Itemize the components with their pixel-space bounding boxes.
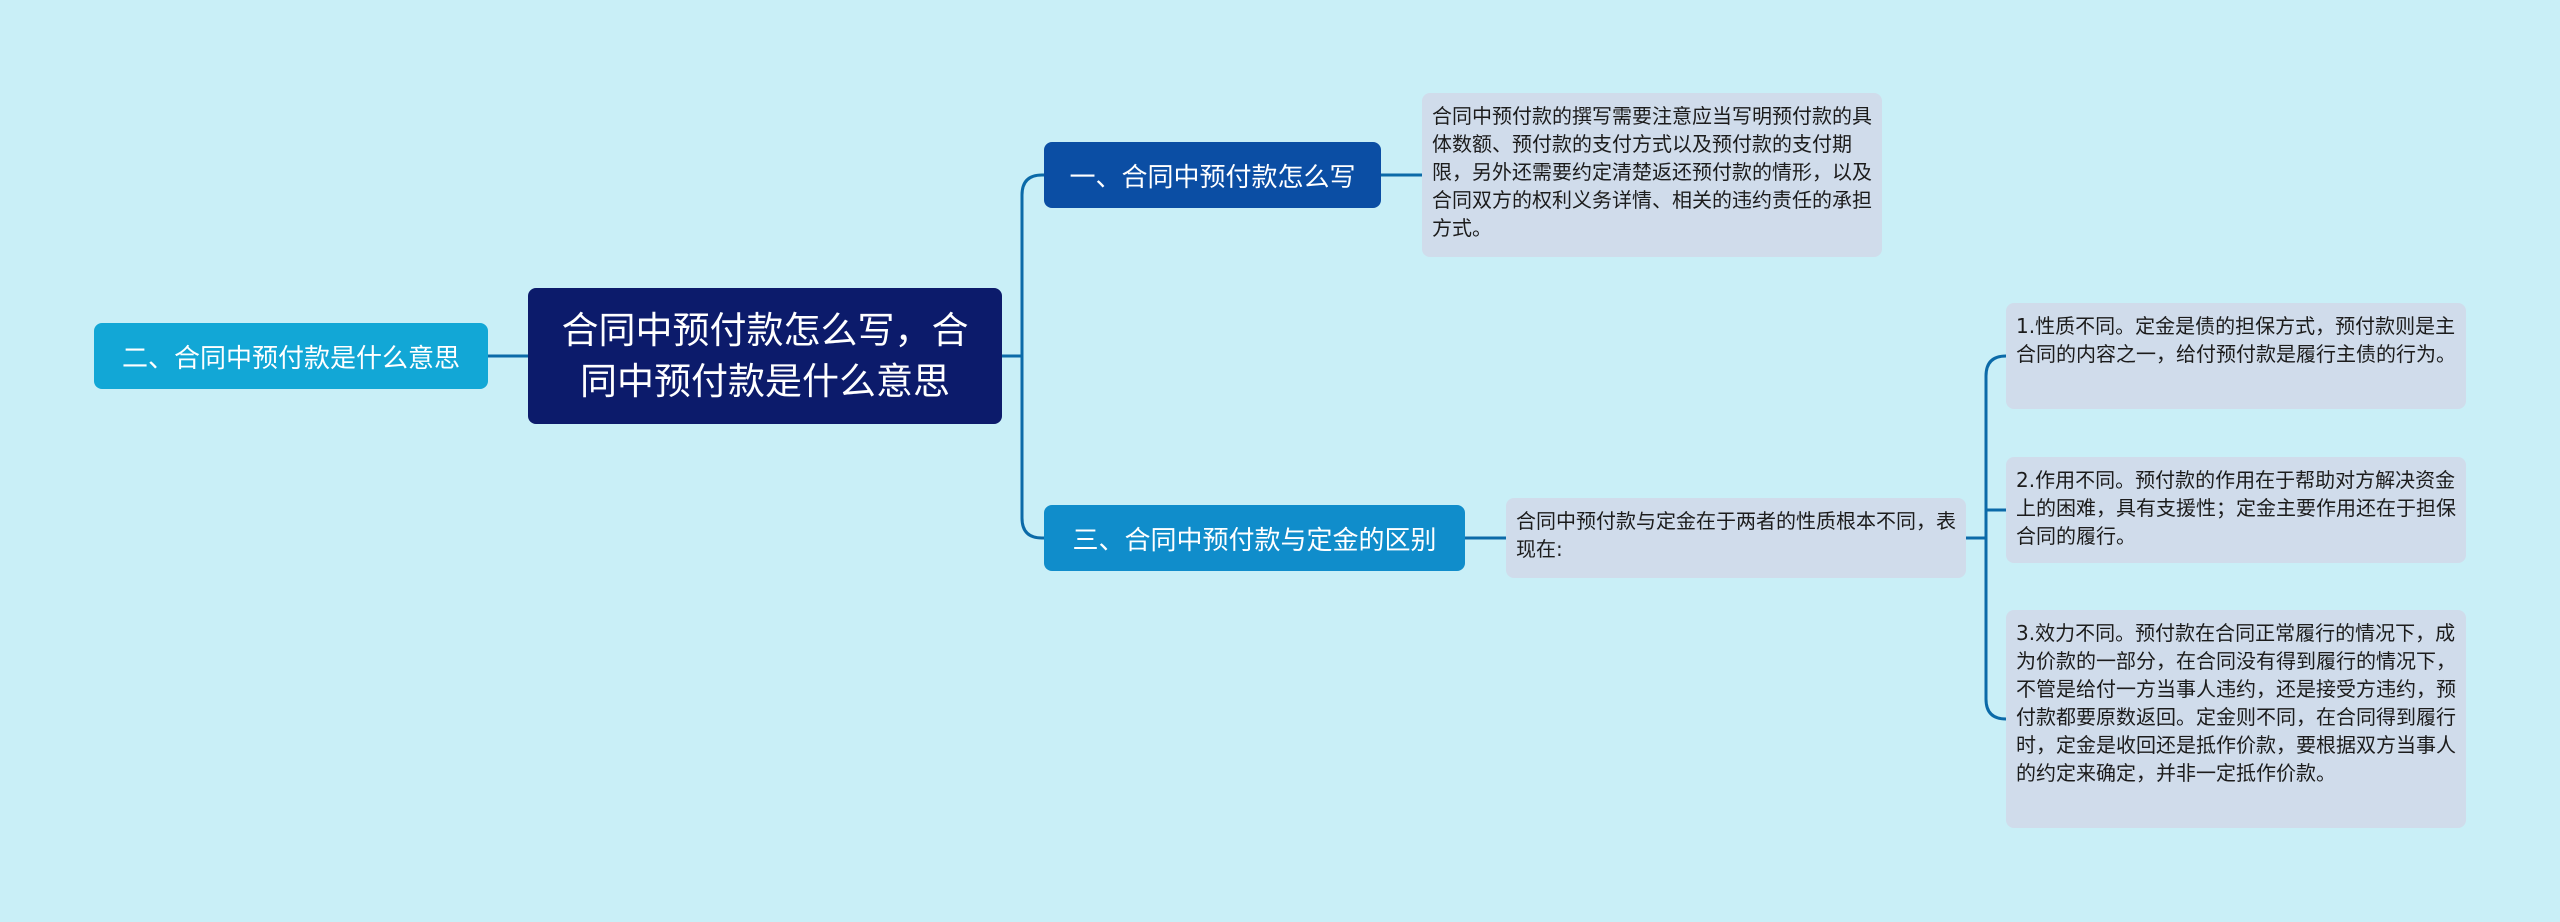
branch-label: 三、合同中预付款与定金的区别 [1072, 525, 1437, 556]
leaf-text: 3.效力不同。预付款在合同正常履行的情况下，成为价款的一部分，在合同没有得到履行… [2016, 621, 2456, 785]
branch-label: 一、合同中预付款怎么写 [1069, 162, 1356, 193]
leaf-difference-function[interactable]: 2.作用不同。预付款的作用在于帮助对方解决资金上的困难，具有支援性；定金主要作用… [2006, 457, 2466, 563]
link-mid-detail2 [1984, 508, 2006, 538]
leaf-difference-intro[interactable]: 合同中预付款与定金在于两者的性质根本不同，表现在: [1506, 498, 1966, 578]
leaf-text: 合同中预付款与定金在于两者的性质根本不同，表现在: [1516, 509, 1956, 561]
link-trunk-branch3 [1020, 356, 1044, 540]
leaf-difference-nature[interactable]: 1.性质不同。定金是债的担保方式，预付款则是主合同的内容之一，给付预付款是履行主… [2006, 303, 2466, 409]
root-title: 合同中预付款怎么写，合同中预付款是什么意思 [561, 309, 969, 403]
leaf-text: 合同中预付款的撰写需要注意应当写明预付款的具体数额、预付款的支付方式以及预付款的… [1432, 104, 1872, 240]
link-mid-detail1 [1984, 354, 2007, 538]
branch-how-to-write[interactable]: 一、合同中预付款怎么写 [1044, 142, 1381, 208]
link-trunk-branch1 [1020, 173, 1044, 356]
leaf-difference-effect[interactable]: 3.效力不同。预付款在合同正常履行的情况下，成为价款的一部分，在合同没有得到履行… [2006, 610, 2466, 828]
branch-label: 二、合同中预付款是什么意思 [121, 343, 460, 374]
leaf-how-to-write[interactable]: 合同中预付款的撰写需要注意应当写明预付款的具体数额、预付款的支付方式以及预付款的… [1422, 93, 1882, 257]
root-node[interactable]: 合同中预付款怎么写，合同中预付款是什么意思 [528, 288, 1002, 424]
branch-difference[interactable]: 三、合同中预付款与定金的区别 [1044, 505, 1465, 571]
link-mid-detail3 [1984, 538, 2007, 721]
leaf-text: 1.性质不同。定金是债的担保方式，预付款则是主合同的内容之一，给付预付款是履行主… [2016, 314, 2456, 366]
leaf-text: 2.作用不同。预付款的作用在于帮助对方解决资金上的困难，具有支援性；定金主要作用… [2016, 468, 2456, 548]
branch-meaning[interactable]: 二、合同中预付款是什么意思 [94, 323, 488, 389]
